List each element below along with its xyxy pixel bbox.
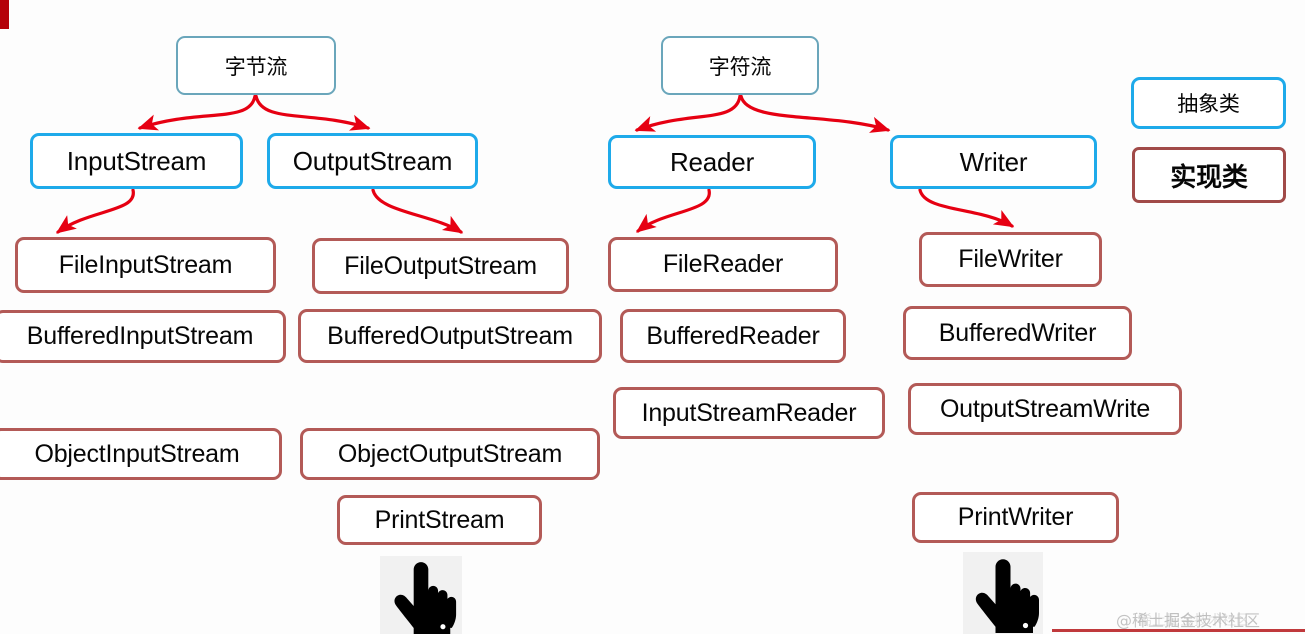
node-label: FileWriter [958, 245, 1063, 273]
corner-marker [0, 0, 9, 29]
watermark-ghost: 稀土掘金技术社区 [1138, 613, 1250, 629]
node-bufferedinputstream[interactable]: BufferedInputStream [0, 310, 286, 363]
node-fileoutputstream[interactable]: FileOutputStream [312, 238, 569, 294]
node-label: FileReader [662, 250, 784, 278]
node-bufferedreader[interactable]: BufferedReader [620, 309, 846, 363]
bottom-rule [1052, 629, 1305, 632]
node-reader[interactable]: Reader [608, 135, 816, 189]
node-label: 实现类 [1170, 161, 1248, 192]
edge-writer-to-filewriter [918, 188, 1015, 228]
edge-outputstream-to-fileoutputstream [371, 188, 464, 234]
node-label: BufferedReader [646, 321, 820, 350]
node-label: OutputStream [292, 145, 453, 176]
edge-char-stream-to-reader [634, 94, 742, 132]
node-inputstreamreader[interactable]: InputStreamReader [613, 387, 885, 439]
node-label: 字符流 [708, 54, 772, 79]
node-label: 字节流 [224, 54, 288, 79]
node-outputstream[interactable]: OutputStream [267, 133, 478, 189]
node-writer[interactable]: Writer [890, 135, 1097, 189]
edge-char-stream-to-writer [739, 94, 891, 133]
node-label: PrintStream [374, 505, 505, 534]
pointing-hand-cursor-icon [963, 552, 1043, 634]
node-fileinputstream[interactable]: FileInputStream [15, 237, 276, 293]
node-printstream[interactable]: PrintStream [337, 495, 542, 545]
node-label: BufferedOutputStream [327, 321, 573, 350]
node-label: FileOutputStream [344, 251, 537, 280]
node-bufferedwriter[interactable]: BufferedWriter [903, 306, 1132, 360]
edge-inputstream-to-fileinputstream [55, 188, 135, 234]
node-label: PrintWriter [957, 503, 1074, 531]
node-label: OutputStreamWrite [939, 394, 1151, 423]
node-label: ObjectInputStream [34, 439, 240, 468]
node-bufferedoutputstream[interactable]: BufferedOutputStream [298, 309, 602, 363]
node-label: Reader [669, 146, 755, 177]
node-label: InputStreamReader [641, 398, 857, 427]
node-outputstreamwrite[interactable]: OutputStreamWrite [908, 383, 1182, 435]
node-label: BufferedWriter [938, 318, 1097, 347]
legend-legend-abstract[interactable]: 抽象类 [1131, 77, 1286, 129]
edge-reader-to-filereader [635, 188, 711, 233]
node-objectoutputstream[interactable]: ObjectOutputStream [300, 428, 600, 480]
node-label: FileInputStream [58, 250, 233, 279]
node-filewriter[interactable]: FileWriter [919, 232, 1102, 287]
node-label: InputStream [66, 145, 207, 176]
watermark: @稀土掘金技术社区 [1116, 611, 1261, 630]
node-objectinputstream[interactable]: ObjectInputStream [0, 428, 282, 480]
node-label: 抽象类 [1177, 92, 1240, 116]
edge-byte-stream-to-outputstream [254, 94, 371, 131]
node-printwriter[interactable]: PrintWriter [912, 492, 1119, 543]
node-label: ObjectOutputStream [337, 439, 563, 468]
node-char-stream[interactable]: 字符流 [661, 36, 819, 95]
pointing-hand-cursor-icon [380, 556, 462, 634]
edge-byte-stream-to-inputstream [137, 94, 257, 131]
node-label: BufferedInputStream [26, 322, 254, 350]
node-inputstream[interactable]: InputStream [30, 133, 243, 189]
node-label: Writer [959, 146, 1028, 177]
node-filereader[interactable]: FileReader [608, 237, 838, 292]
node-byte-stream[interactable]: 字节流 [176, 36, 336, 95]
legend-legend-concrete[interactable]: 实现类 [1132, 147, 1286, 203]
